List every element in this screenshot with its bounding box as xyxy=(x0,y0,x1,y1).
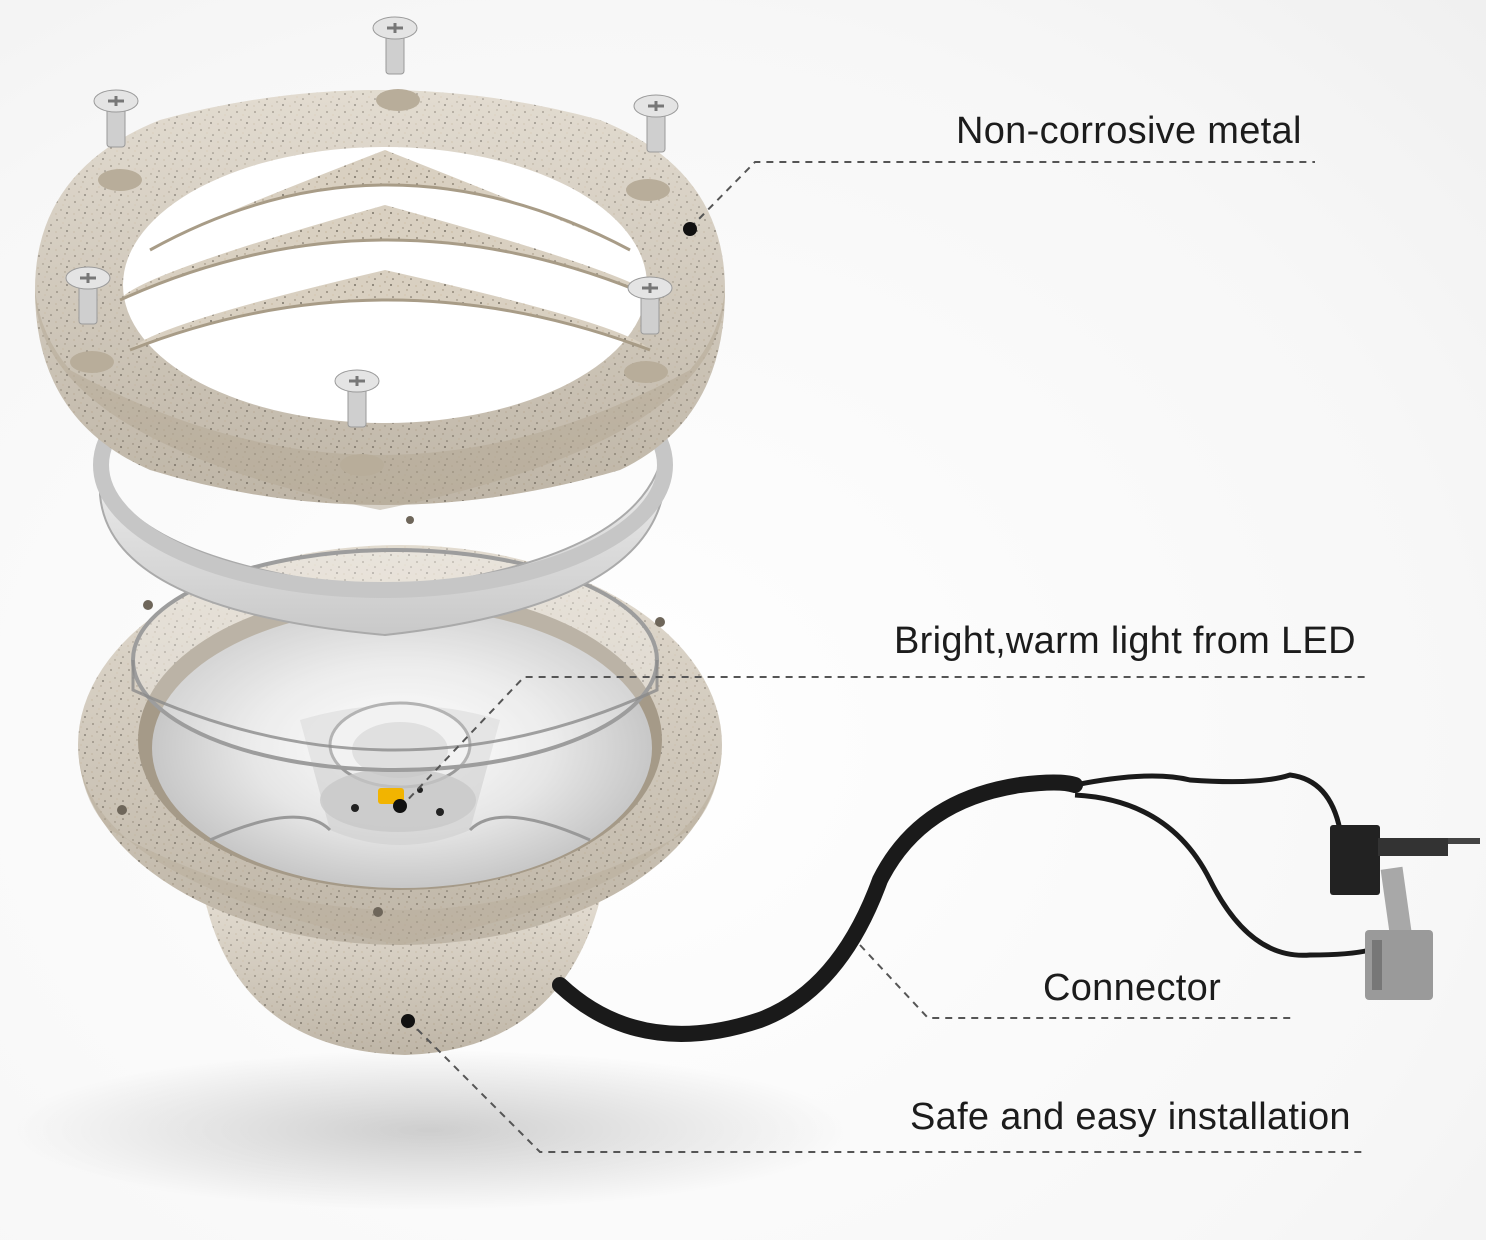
leader-install xyxy=(407,1019,1362,1153)
phillips-screw-icon xyxy=(65,266,111,325)
phillips-screw-icon xyxy=(372,16,418,75)
phillips-screw-icon xyxy=(627,276,673,335)
floor-shadow xyxy=(10,1050,850,1210)
phillips-screw-icon xyxy=(334,369,380,428)
anchor-dot-install xyxy=(401,1014,415,1028)
leader-metal xyxy=(689,161,1315,229)
top-ring xyxy=(35,89,725,510)
anchor-dot-led xyxy=(393,799,407,813)
phillips-screw-icon xyxy=(93,89,139,148)
connector-plug xyxy=(1330,825,1480,1000)
phillips-screw-icon xyxy=(633,94,679,153)
power-cable xyxy=(552,772,1371,1042)
callout-installation: Safe and easy installation xyxy=(910,1096,1351,1138)
leader-dots xyxy=(393,222,697,1028)
leader-led xyxy=(399,676,1370,809)
anchor-dot-metal xyxy=(683,222,697,236)
leader-lines xyxy=(399,161,1370,1153)
callout-led-light: Bright,warm light from LED xyxy=(894,620,1356,662)
mounting-screws xyxy=(65,16,679,428)
bottom-housing xyxy=(78,516,722,1055)
callout-non-corrosive-metal: Non-corrosive metal xyxy=(956,110,1302,152)
callout-connector: Connector xyxy=(1043,967,1222,1009)
leader-connector xyxy=(859,944,1292,1019)
